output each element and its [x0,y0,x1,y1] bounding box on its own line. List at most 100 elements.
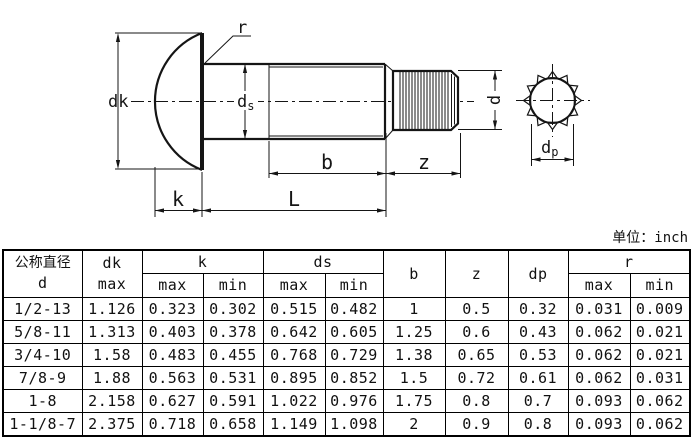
table-cell: 1.88 [81,366,143,390]
header-k-max: max [141,273,204,298]
table-cell: 0.093 [567,389,631,413]
label-ds-sub: s [247,99,254,113]
table-cell: 0.895 [262,366,326,390]
table-cell: 1 [382,297,446,321]
dim-d: d [458,70,505,130]
table-cell: 0.32 [507,297,569,321]
header-b: b [382,249,446,298]
label-k: k [172,187,184,211]
label-dk: dk [108,92,128,112]
table-cell: 0.61 [507,366,569,390]
table-cell: 1.75 [382,389,446,413]
table-cell: 0.852 [324,366,384,390]
table-cell: 1.38 [382,343,446,367]
label-z: z [418,150,430,174]
spline-end-view [516,64,590,137]
label-dp-sub: p [551,145,558,159]
dim-z: z [386,133,461,178]
row-nominal-diameter: 5/8-11 [2,320,83,344]
table-cell: 0.031 [629,366,691,390]
table-cell: 0.8 [444,389,509,413]
label-L: L [288,187,300,211]
table-cell: 0.718 [141,412,204,437]
table-cell: 0.976 [324,389,384,413]
header-r-min: min [629,273,691,298]
table-cell: 1.313 [81,320,143,344]
table-cell: 1.58 [81,343,143,367]
table-cell: 0.8 [507,412,569,437]
unit-note: 单位：inch [612,230,688,246]
table-cell: 0.403 [141,320,204,344]
table-cell: 0.72 [444,366,509,390]
table-cell: 2 [382,412,446,437]
table-cell: 0.062 [629,412,691,437]
label-r: r [237,18,247,38]
dim-dp: dp [531,124,574,166]
table-cell: 0.062 [629,389,691,413]
svg-text:dp: dp [541,138,558,159]
row-nominal-diameter: 7/8-9 [2,366,83,390]
table-cell: 0.658 [202,412,264,437]
table-cell: 0.062 [567,366,631,390]
table-cell: 2.375 [81,412,143,437]
dim-dk: dk [108,32,202,170]
table-cell: 0.6 [444,320,509,344]
dim-ds: ds [234,64,258,139]
table-cell: 0.302 [202,297,264,321]
table-cell: 0.7 [507,389,569,413]
table-cell: 0.378 [202,320,264,344]
header-dk: dk max [81,249,143,298]
table-cell: 0.031 [567,297,631,321]
table-cell: 1.5 [382,366,446,390]
table-cell: 1.098 [324,412,384,437]
row-nominal-diameter: 1-1/8-7 [2,412,83,437]
header-ds-max: max [262,273,326,298]
table-cell: 0.768 [262,343,326,367]
header-ds: ds [262,249,384,274]
table-cell: 0.515 [262,297,326,321]
header-k-min: min [202,273,264,298]
table-cell: 1.149 [262,412,326,437]
row-nominal-diameter: 3/4-10 [2,343,83,367]
header-dp: dp [507,249,569,298]
dim-L: L [201,133,387,217]
label-ds: d [237,92,247,112]
table-cell: 0.009 [629,297,691,321]
table-cell: 0.563 [141,366,204,390]
dimension-table: 公称直径 d dk max k ds b z dp r max min max … [2,249,691,437]
table-cell: 0.9 [444,412,509,437]
table-cell: 0.062 [567,343,631,367]
table-cell: 0.5 [444,297,509,321]
table-cell: 0.729 [324,343,384,367]
dim-k: k [154,167,202,217]
header-ds-min: min [324,273,384,298]
table-cell: 0.591 [202,389,264,413]
table-cell: 1.022 [262,389,326,413]
table-cell: 0.483 [141,343,204,367]
table-cell: 0.021 [629,343,691,367]
table-cell: 0.323 [141,297,204,321]
header-z: z [444,249,509,298]
end-view-centerlines [516,64,590,137]
table-cell: 0.642 [262,320,326,344]
header-dk-max: max [97,275,127,293]
dim-r: r [204,18,251,64]
table-cell: 0.627 [141,389,204,413]
label-b: b [321,150,333,174]
header-r: r [567,249,691,274]
dim-b: b [268,141,386,178]
row-nominal-diameter: 1/2-13 [2,297,83,321]
table-cell: 0.482 [324,297,384,321]
label-d: d [485,95,505,105]
spline-ribs [399,71,455,130]
table-cell: 0.062 [567,320,631,344]
table-cell: 0.605 [324,320,384,344]
header-nominal-line2: d [37,274,48,293]
table-cell: 0.455 [202,343,264,367]
bolt-head [153,31,204,172]
bolt-drawing: dk r ds d dp [108,18,590,217]
table-cell: 0.531 [202,366,264,390]
